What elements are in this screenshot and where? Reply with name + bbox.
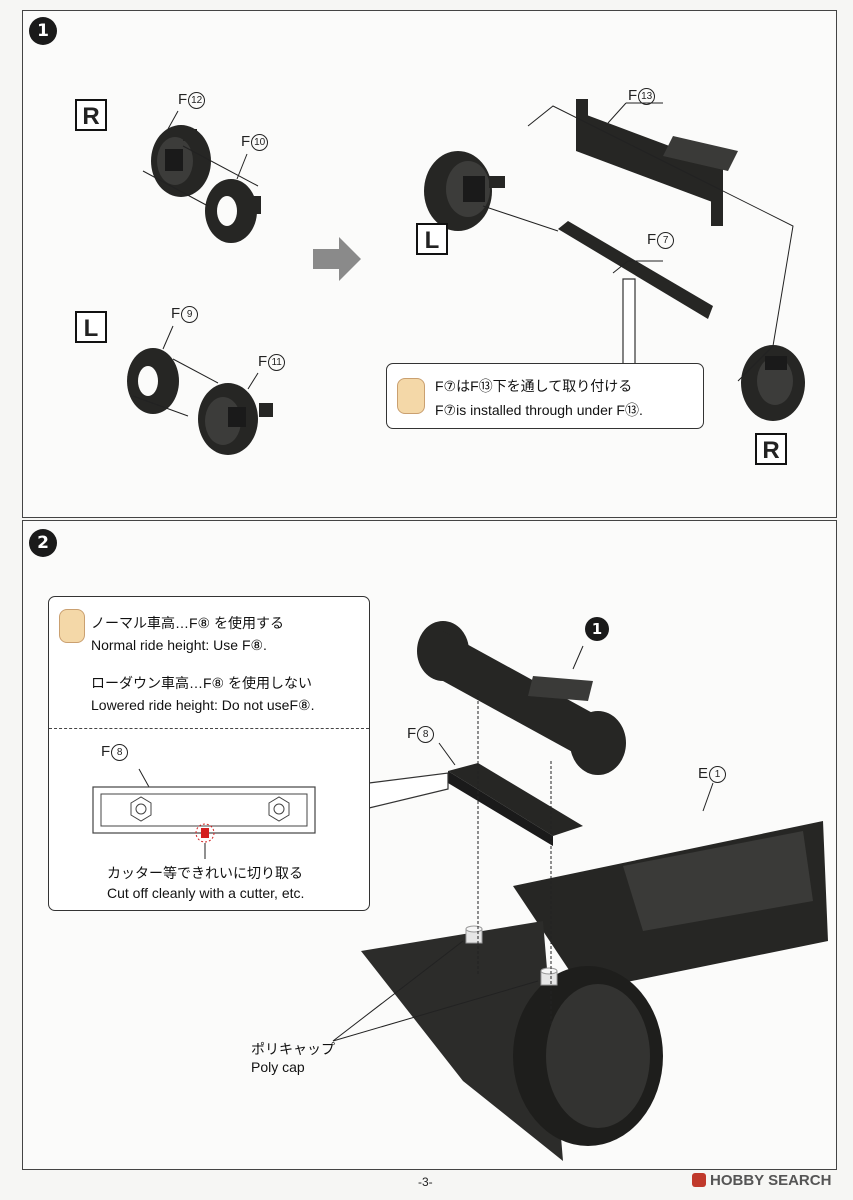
step-1-panel: 1 — [22, 10, 837, 518]
next-arrow-icon — [313, 237, 361, 281]
step-number-badge: 1 — [29, 17, 57, 45]
spacer-f8 — [448, 763, 583, 846]
normal-height-en: Normal ride height: Use F⑧. — [91, 637, 267, 653]
page-number: -3- — [418, 1175, 433, 1189]
step-1-reference-badge: 1 — [585, 617, 609, 641]
pointing-hand-icon — [59, 609, 85, 643]
poly-cap-left — [465, 925, 483, 944]
axle-assembly — [417, 621, 626, 775]
hub-f12 — [151, 125, 211, 197]
pointing-hand-icon — [397, 378, 425, 414]
hub-f11 — [198, 383, 273, 455]
side-r-label-2: R — [755, 433, 787, 465]
rail-f13 — [576, 99, 738, 226]
step-1-note: F⑦はF⑬下を通して取り付ける F⑦is installed through u… — [386, 363, 704, 429]
hub-left-assembly — [424, 151, 505, 231]
side-l-label-2: L — [416, 223, 448, 255]
step-2-note: ノーマル車高…F⑧ を使用する Normal ride height: Use … — [48, 596, 370, 911]
lowered-height-jp: ローダウン車高…F⑧ を使用しない — [91, 675, 312, 691]
note-en-text: F⑦is installed through under F⑬. — [435, 402, 643, 418]
spacer-f10 — [205, 179, 261, 243]
cut-instruction-en: Cut off cleanly with a cutter, etc. — [107, 885, 305, 901]
brand-watermark: HOBBY SEARCH — [692, 1172, 831, 1189]
poly-cap-en: Poly cap — [251, 1059, 305, 1075]
poly-cap-right — [540, 967, 558, 986]
lowered-height-en: Lowered ride height: Do not useF⑧. — [91, 697, 315, 713]
side-l-label: L — [75, 311, 107, 343]
brand-logo-icon — [692, 1173, 706, 1187]
spacer-f9 — [127, 348, 179, 414]
note-divider — [49, 728, 369, 729]
chassis-e1 — [361, 821, 828, 1161]
step-1-illustration — [127, 99, 805, 455]
step-2-panel: 2 — [22, 520, 837, 1170]
step-2-illustration — [332, 621, 828, 1161]
side-r-label: R — [75, 99, 107, 131]
note-jp-text: F⑦はF⑬下を通して取り付ける — [435, 378, 633, 394]
f8-cut-detail — [92, 768, 316, 859]
poly-cap-jp: ポリキャップ — [251, 1041, 335, 1057]
step-number-badge: 2 — [29, 529, 57, 557]
cut-instruction-jp: カッター等できれいに切り取る — [107, 865, 303, 881]
hub-right-assembly — [741, 345, 805, 421]
arm-f7 — [558, 221, 713, 319]
normal-height-jp: ノーマル車高…F⑧ を使用する — [91, 615, 284, 631]
